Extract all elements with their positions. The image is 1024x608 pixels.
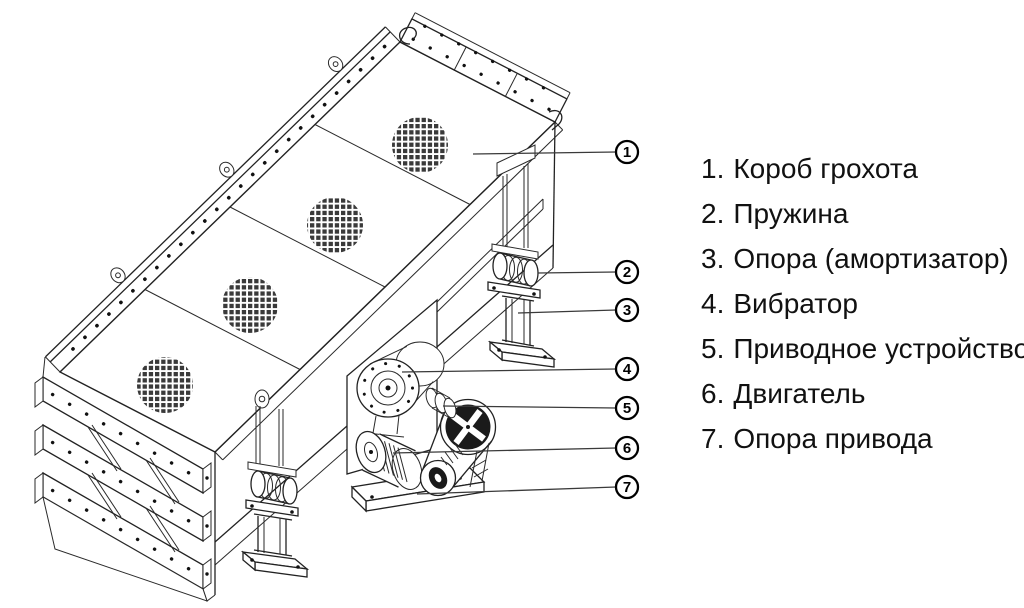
shaft-boss-icon [428,467,448,489]
legend-item-label: Приводное устройство [733,333,1024,364]
coupling [425,387,457,419]
legend-item-number: 2. [701,198,725,229]
svg-text:6: 6 [623,440,631,457]
legend-item: 1. Короб грохота [701,146,1024,191]
discharge-end-panels [34,356,212,602]
feed-end-flange [399,12,571,131]
leader-3 [517,309,617,314]
hanger-rods [255,406,284,466]
stringer-band [34,375,212,495]
hanger-rods [502,164,529,248]
legend-item-label: Двигатель [733,378,866,409]
callout-3: 3 [614,297,640,323]
mounting-beam [436,198,544,313]
legend-item-number: 5. [701,333,725,364]
bottom-wall [42,495,208,602]
spring [492,252,539,287]
spring [250,470,298,505]
pulley-icon [445,404,491,450]
pedestal [253,513,293,557]
leader-4 [401,368,617,373]
legend-item-number: 7. [701,423,725,454]
vibrating-screen-diagram: 1 2 3 4 5 6 7 [34,12,640,602]
leader-lines [392,151,617,495]
legend-item: 4. Вибратор [701,281,1024,326]
lifting-lug-icon [219,161,235,178]
spring-seat [245,499,299,517]
corner-hook-icon [548,109,563,131]
callout-7: 7 [614,474,640,500]
screen-box-deck [44,12,571,453]
mesh-opening [307,197,363,253]
mesh-opening [392,117,448,173]
legend-item: 7. Опора привода [701,416,1024,461]
base-plate [487,340,557,368]
lifting-lug-icon [327,56,344,73]
legend-item-number: 3. [701,243,725,274]
svg-text:3: 3 [623,302,631,319]
vibrator [356,341,445,438]
spring-support-rear [487,144,557,368]
drive-assembly [346,298,497,513]
legend-item: 3. Опора (амортизатор) [701,236,1024,281]
corner-hook-icon [399,26,417,45]
callout-1: 1 [614,139,640,165]
callout-5: 5 [614,395,640,421]
base-plate [240,550,310,578]
svg-text:2: 2 [623,264,631,281]
legend-item-number: 6. [701,378,725,409]
mesh-opening [137,357,193,413]
callout-2: 2 [614,259,640,285]
belt-hatching [440,443,464,466]
callouts: 1 2 3 4 5 6 7 [614,139,640,500]
svg-text:7: 7 [623,479,631,496]
legend-item-number: 4. [701,288,725,319]
legend-item-label: Опора привода [733,423,933,454]
callout-4: 4 [614,356,640,382]
legend: 1. Короб грохота 2. Пружина 3. Опора (ам… [701,146,1024,461]
leader-5 [442,405,617,409]
deck-seams [144,124,471,370]
spring-support-front [240,389,310,578]
legend-item: 5. Приводное устройство [701,326,1024,371]
legend-item-label: Пружина [733,198,849,229]
hanger-bracket [254,389,270,409]
belt-guard [419,398,497,497]
leader-6 [392,447,617,454]
leader-1 [472,151,617,155]
legend-item: 6. Двигатель [701,371,1024,416]
svg-text:5: 5 [623,400,631,417]
callout-6: 6 [614,435,640,461]
leader-7 [416,486,617,495]
svg-text:1: 1 [623,144,631,161]
mesh-openings [137,117,448,413]
stringer-band [34,471,212,591]
mesh-opening [222,277,278,333]
legend-item: 2. Пружина [701,191,1024,236]
legend-item-number: 1. [701,153,725,184]
leader-2 [537,271,617,274]
legend-item-label: Короб грохота [733,153,918,184]
legend-item-label: Вибратор [733,288,858,319]
motor [355,430,423,490]
drive-strut [469,442,490,488]
lifting-lug-icon [110,267,126,284]
cross-braces [87,424,180,553]
stringer-band [34,423,212,543]
legend-item-label: Опора (амортизатор) [733,243,1009,274]
side-rail-left [44,26,401,373]
svg-text:4: 4 [623,361,632,378]
spring-seat [487,281,541,299]
pedestal [501,295,535,347]
